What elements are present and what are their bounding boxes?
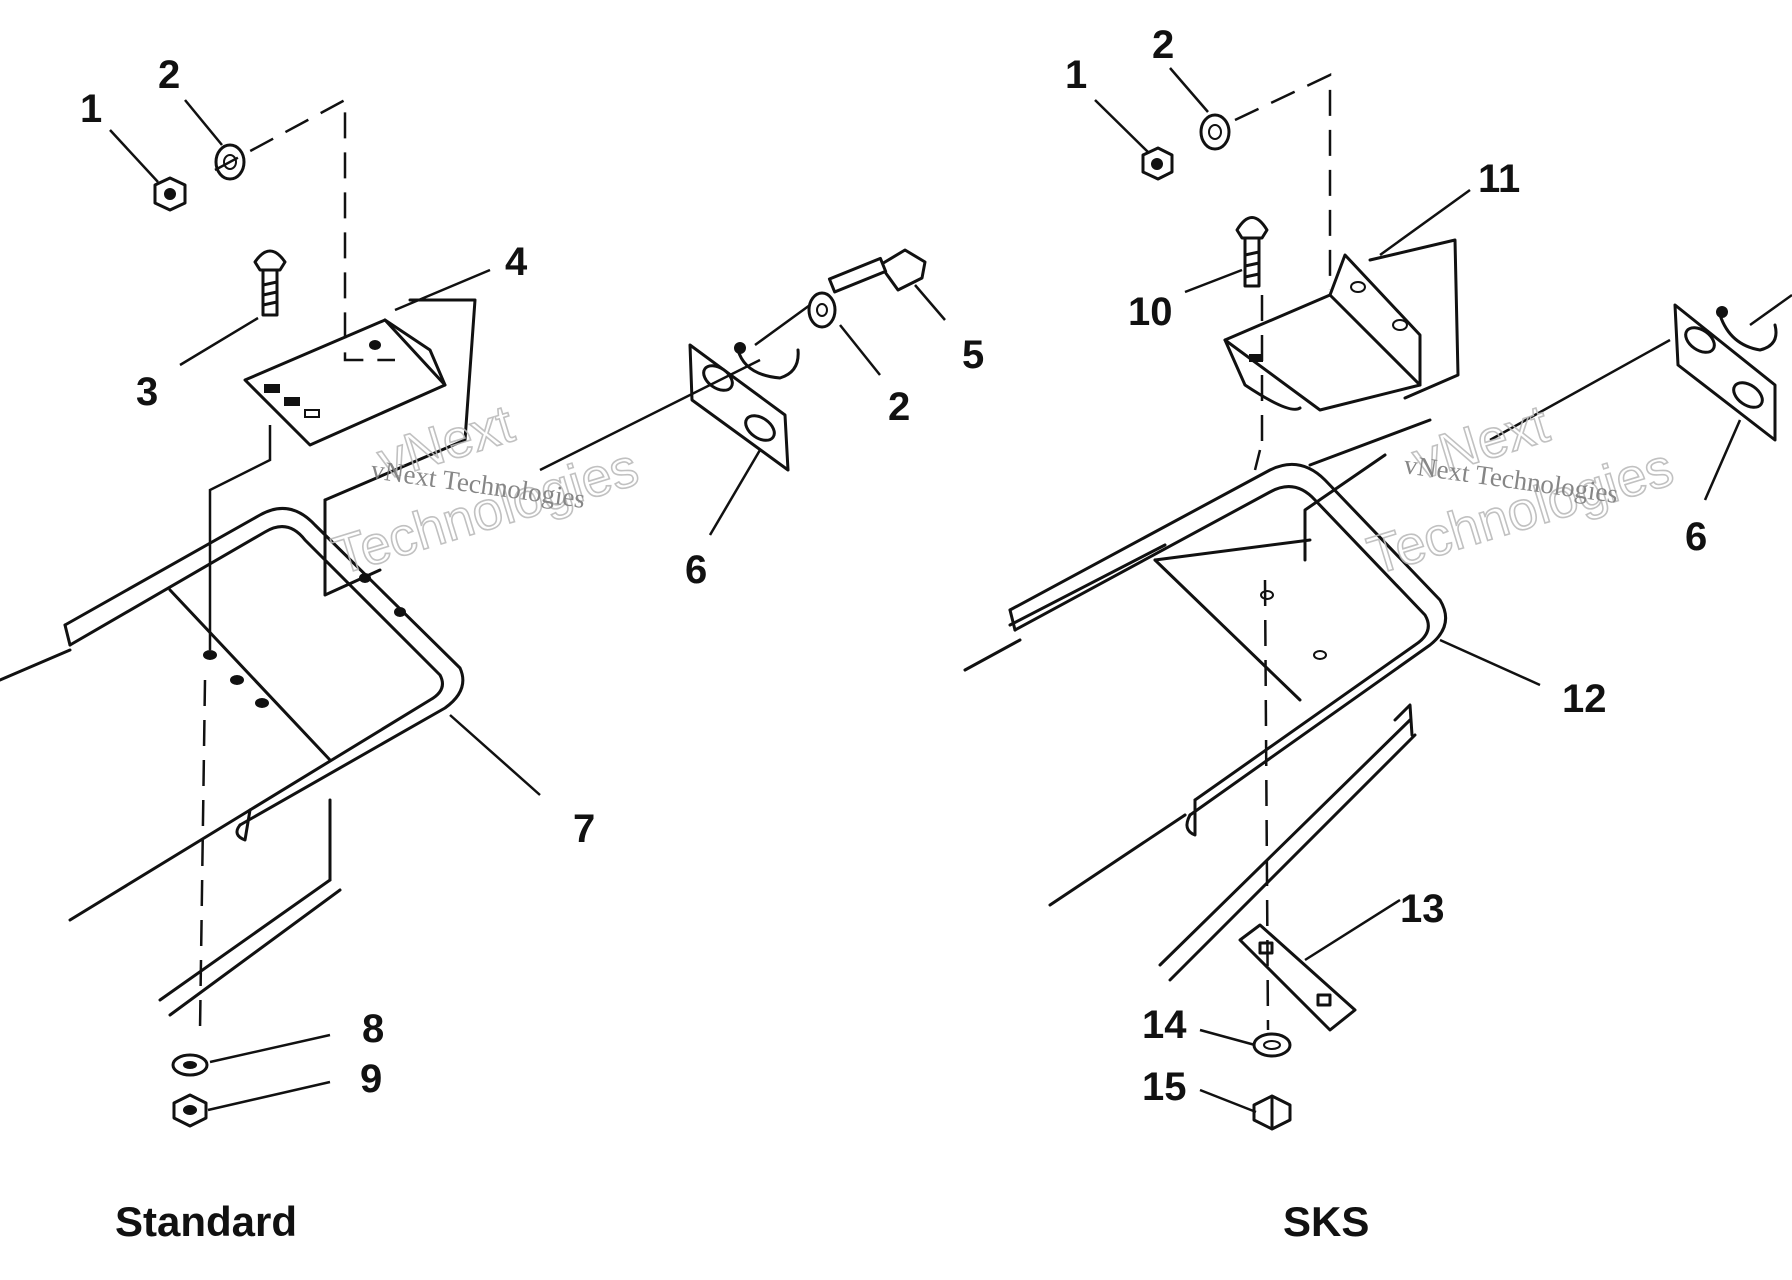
callout-3: 3 (136, 370, 158, 414)
hex-bolt-5 (827, 248, 927, 294)
bracket-hole (359, 573, 371, 583)
callout-2: 2 (158, 53, 180, 97)
callout-8: 8 (362, 1007, 384, 1051)
bumper-tube-12 (1008, 462, 1448, 837)
leader-lines-sks (1094, 67, 1792, 1114)
callout-12: 12 (1562, 677, 1607, 721)
standard-view: 1 2 3 4 5 2 6 7 8 9 Standard (0, 53, 984, 1245)
callouts-standard: 1 2 3 4 5 2 6 7 8 9 (80, 53, 984, 1101)
leader-lines (109, 99, 946, 1112)
callout-9: 9 (360, 1057, 382, 1101)
washer-8 (171, 1053, 209, 1077)
assembly-lines (198, 97, 811, 1031)
mounting-bracket-11 (1223, 253, 1422, 412)
hex-nut-9 (172, 1093, 208, 1128)
callout-2-sks: 2 (1152, 23, 1174, 67)
bracket-lower (1393, 703, 1414, 737)
assembly-lines-sks (1234, 73, 1671, 1031)
callout-6-sks: 6 (1685, 515, 1707, 559)
frame-hole (1260, 590, 1274, 600)
hitch-plate-6-sks (1673, 303, 1778, 442)
mounting-bracket-4 (243, 318, 447, 447)
frame-holes (203, 650, 269, 708)
watermark-right: vNext Technologies vNext Technologies (1360, 393, 1681, 587)
backing-plate-13 (1238, 923, 1357, 1032)
washer-2b (807, 291, 837, 329)
bumper-tube-7 (63, 507, 465, 842)
callout-14: 14 (1142, 1003, 1187, 1047)
view-label-standard: Standard (115, 1198, 297, 1245)
callout-13: 13 (1400, 887, 1445, 931)
callout-1: 1 (80, 87, 102, 131)
bracket-outline-sks (1368, 238, 1460, 400)
watermark-left: vNext Technologies vNext Technologies (325, 393, 646, 587)
washer-14 (1252, 1032, 1292, 1058)
carriage-bolt-3 (253, 249, 287, 317)
callout-11: 11 (1478, 157, 1520, 201)
bracket-outline (323, 298, 477, 502)
callout-2b: 2 (888, 385, 910, 429)
callout-1-sks: 1 (1065, 53, 1087, 97)
bracket-hole (394, 607, 406, 617)
hex-nut-1 (153, 176, 187, 212)
callouts-sks: 1 2 11 10 6 12 13 14 15 (1065, 23, 1707, 1109)
hitch-plate-6 (688, 342, 800, 472)
washer-2-sks (1199, 113, 1231, 151)
sks-view: 1 2 11 10 6 12 13 14 15 SKS (963, 23, 1792, 1245)
carriage-bolt-10 (1235, 216, 1269, 288)
callout-7: 7 (573, 807, 595, 851)
callout-15: 15 (1142, 1065, 1187, 1109)
view-label-sks: SKS (1283, 1198, 1369, 1245)
frame-rail-sks (963, 538, 1417, 982)
frame-rail (0, 588, 342, 1017)
frame-hole (1313, 650, 1327, 660)
callout-4: 4 (505, 240, 528, 284)
bracket-plate-sks (1303, 453, 1387, 562)
hex-nut-15 (1252, 1094, 1292, 1131)
callout-10: 10 (1128, 290, 1173, 334)
bracket-link (1308, 418, 1432, 467)
callout-5: 5 (962, 333, 984, 377)
hex-nut-1-sks (1141, 146, 1174, 181)
callout-6: 6 (685, 548, 707, 592)
